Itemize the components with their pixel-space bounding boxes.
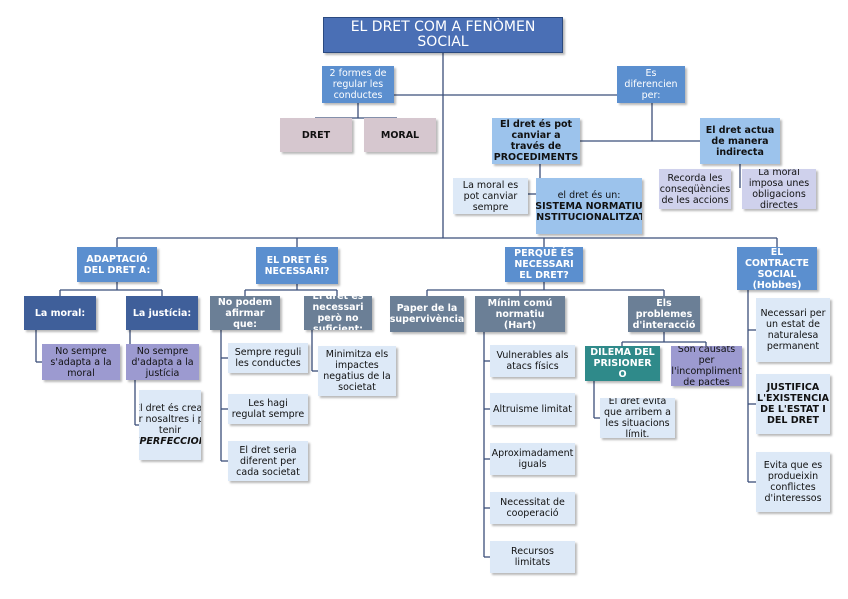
node-dilema: DILEMA DEL PRISIONER O: [585, 346, 660, 381]
node-consequencies: Recorda les conseqüències de les accions: [659, 169, 731, 209]
node-imposa: La moral imposa unes obligacions directe…: [742, 169, 816, 209]
node-evita: El dret evita que arribem a les situacio…: [600, 398, 675, 438]
node-minimitza: Minimitza els impactes negatius de la so…: [318, 346, 396, 396]
node-necessari: EL DRET ÉS NECESSARI?: [256, 247, 338, 284]
node-creat: El dret és creat per nosaltres i pot ten…: [139, 390, 201, 460]
node-minim: Mínim comú normatiu (Hart): [475, 296, 565, 332]
node-adaptacio: ADAPTACIÓ DEL DRET A:: [77, 247, 157, 282]
node-causats: Són causats per l'incompliment de pactes: [671, 346, 742, 386]
node-moral-note: No sempre s'adapta a la moral: [42, 344, 120, 380]
node-indirecta: El dret actua de manera indirecta: [700, 118, 780, 164]
node-adaptacio-justicia: La justícia:: [126, 296, 198, 330]
creat-text: El dret és creat per nosaltres i pot ten…: [139, 403, 201, 436]
node-adaptacio-moral: La moral:: [24, 296, 96, 330]
node-paper: Paper de la supervivència: [390, 296, 464, 332]
node-justifica: JUSTIFICA L'EXISTENCIA DE L'ESTAT I DEL …: [756, 374, 830, 434]
diagram-title: EL DRET COM A FENÒMEN SOCIAL: [323, 17, 563, 53]
sistema-bold: SISTEMA NORMATIU INSTITUCIONALITZAT: [536, 200, 642, 223]
node-recursos: Recursos limitats: [490, 541, 575, 573]
node-necessitat: Necessitat de cooperació: [490, 492, 575, 524]
node-problemes: Els problemes d'interacció: [628, 296, 700, 332]
creat-bold: IMPERFECCIONS: [139, 436, 201, 447]
sistema-intro: el dret és un:: [557, 189, 621, 201]
node-justicia-note: No sempre d'adapta a la justícia: [126, 344, 199, 380]
node-suficient: El dret es necessari però no suficient:: [304, 296, 372, 330]
node-moral: MORAL: [364, 118, 436, 152]
node-contracte: EL CONTRACTE SOCIAL (Hobbes): [737, 247, 817, 290]
node-evita-conflictes: Evita que es produeixin conflictes d'int…: [756, 452, 830, 512]
node-canvia: El dret és pot canviar a través de PROCE…: [492, 118, 580, 164]
node-diferent: El dret seria diferent per cada societat: [228, 441, 308, 481]
node-necessari-estat: Necessari per un estat de naturalesa per…: [756, 298, 830, 362]
node-sempre-reguli: Sempre reguli les conductes: [228, 343, 308, 373]
node-vulnerables: Vulnerables als atacs físics: [490, 345, 575, 377]
node-diferencien: Es diferencien per:: [617, 66, 685, 103]
node-hagi-regulat: Les hagi regulat sempre: [228, 394, 308, 424]
node-moral-canviar: La moral es pot canviar sempre: [453, 178, 528, 214]
node-altruisme: Altruisme limitat: [490, 393, 575, 425]
node-sistema: el dret és un:SISTEMA NORMATIU INSTITUCI…: [536, 178, 642, 234]
node-perque: PERQUÈ ÉS NECESSARI EL DRET?: [505, 247, 583, 282]
node-no-podem: No podem afirmar que:: [210, 296, 280, 330]
node-formes: 2 formes de regular les conductes: [322, 66, 394, 103]
node-aproximadament: Aproximadament iguals: [490, 443, 575, 475]
node-dret: DRET: [280, 118, 352, 152]
